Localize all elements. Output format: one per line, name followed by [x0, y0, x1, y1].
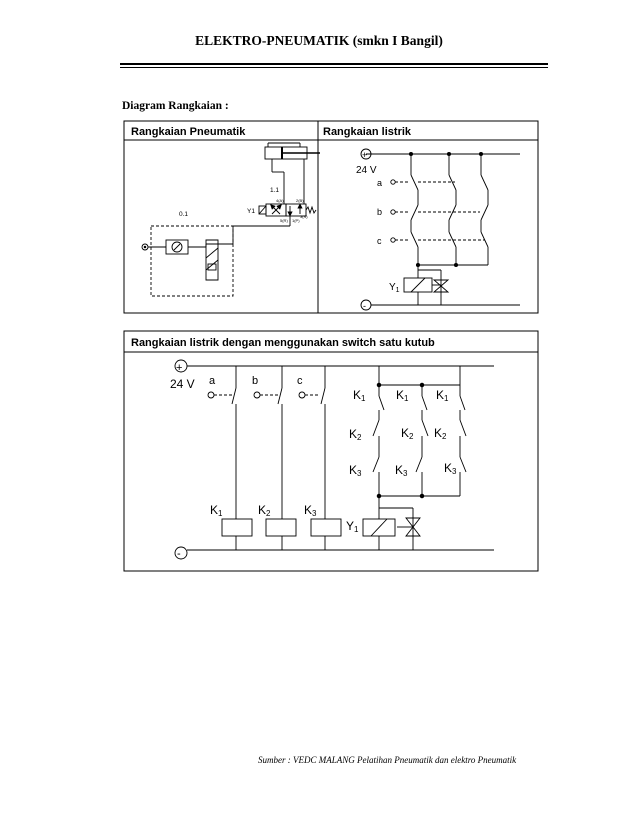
label-k1-col3: K1	[436, 388, 449, 403]
label-k3-col2: K3	[395, 463, 408, 478]
listrik-circuit	[360, 148, 520, 311]
coil-k2	[265, 518, 297, 537]
switch-a-label-2: a	[209, 375, 216, 387]
voltage-label-2: 24 V	[170, 377, 195, 391]
bottom-table	[123, 330, 539, 572]
plus-sign: +	[362, 150, 367, 160]
switch-b-label-2: b	[252, 375, 258, 387]
port-4-label: 4(A)	[276, 198, 284, 203]
switch-a	[207, 366, 237, 519]
document-title: ELEKTRO-PNEUMATIK (smkn I Bangil)	[195, 33, 443, 48]
solenoid-label: Y1	[247, 208, 255, 215]
label-k1-col1: K1	[353, 388, 366, 403]
port-1-label: 1(P)	[292, 218, 300, 223]
switch-c-label: c	[377, 236, 382, 246]
label-k3-col3: K3	[444, 461, 457, 476]
switch-a-label: a	[377, 178, 382, 188]
supply-label: 0.1	[179, 211, 188, 218]
port-3-label: 3(S)	[300, 214, 308, 219]
minus-sign-2: -	[177, 548, 181, 560]
panel-title-switch: Rangkaian listrik dengan menggunakan swi…	[131, 337, 435, 349]
minus-terminal-2	[174, 546, 188, 560]
coil-label: Y1	[389, 282, 400, 294]
label-k1-coil: K1	[210, 503, 223, 518]
panel-title-listrik: Rangkaian listrik	[323, 126, 412, 138]
coil-k3	[310, 518, 342, 537]
diode-icon-bottom	[405, 517, 421, 537]
label-k2-col3: K2	[434, 426, 447, 441]
switch-circuit	[174, 359, 494, 560]
port-5-label: 5(R)	[280, 218, 288, 223]
pneumatic-circuit	[141, 142, 320, 297]
valve-5-2	[258, 203, 317, 217]
label-k2-coil: K2	[258, 503, 271, 518]
panel-title-pneumatik: Rangkaian Pneumatik	[131, 126, 246, 138]
coil-k1	[221, 518, 253, 537]
diode-icon	[432, 279, 450, 293]
label-k3-col1: K3	[349, 463, 362, 478]
label-k2-col1: K2	[349, 427, 362, 442]
header-rule-thick	[120, 63, 548, 65]
label-k1-col2: K1	[396, 388, 409, 403]
switch-c-label-2: c	[297, 375, 303, 387]
label-k2-col2: K2	[401, 426, 414, 441]
label-k3-coil: K3	[304, 503, 317, 518]
switch-c	[298, 366, 326, 519]
switch-b	[253, 366, 283, 519]
header-rule-thin	[120, 67, 548, 68]
section-label: Diagram Rangkaian :	[122, 100, 229, 112]
port-2-label: 2(B)	[296, 198, 304, 203]
minus-sign: -	[363, 301, 366, 311]
service-unit	[141, 225, 234, 297]
valve-label: 1.1	[270, 187, 279, 194]
plus-sign-2: +	[176, 362, 182, 374]
cylinder	[264, 142, 320, 160]
voltage-label: 24 V	[356, 165, 377, 176]
switch-b-label: b	[377, 207, 382, 217]
label-y1-coil: Y1	[346, 519, 359, 534]
footer-source: Sumber : VEDC MALANG Pelatihan Pneumatik…	[258, 755, 517, 765]
